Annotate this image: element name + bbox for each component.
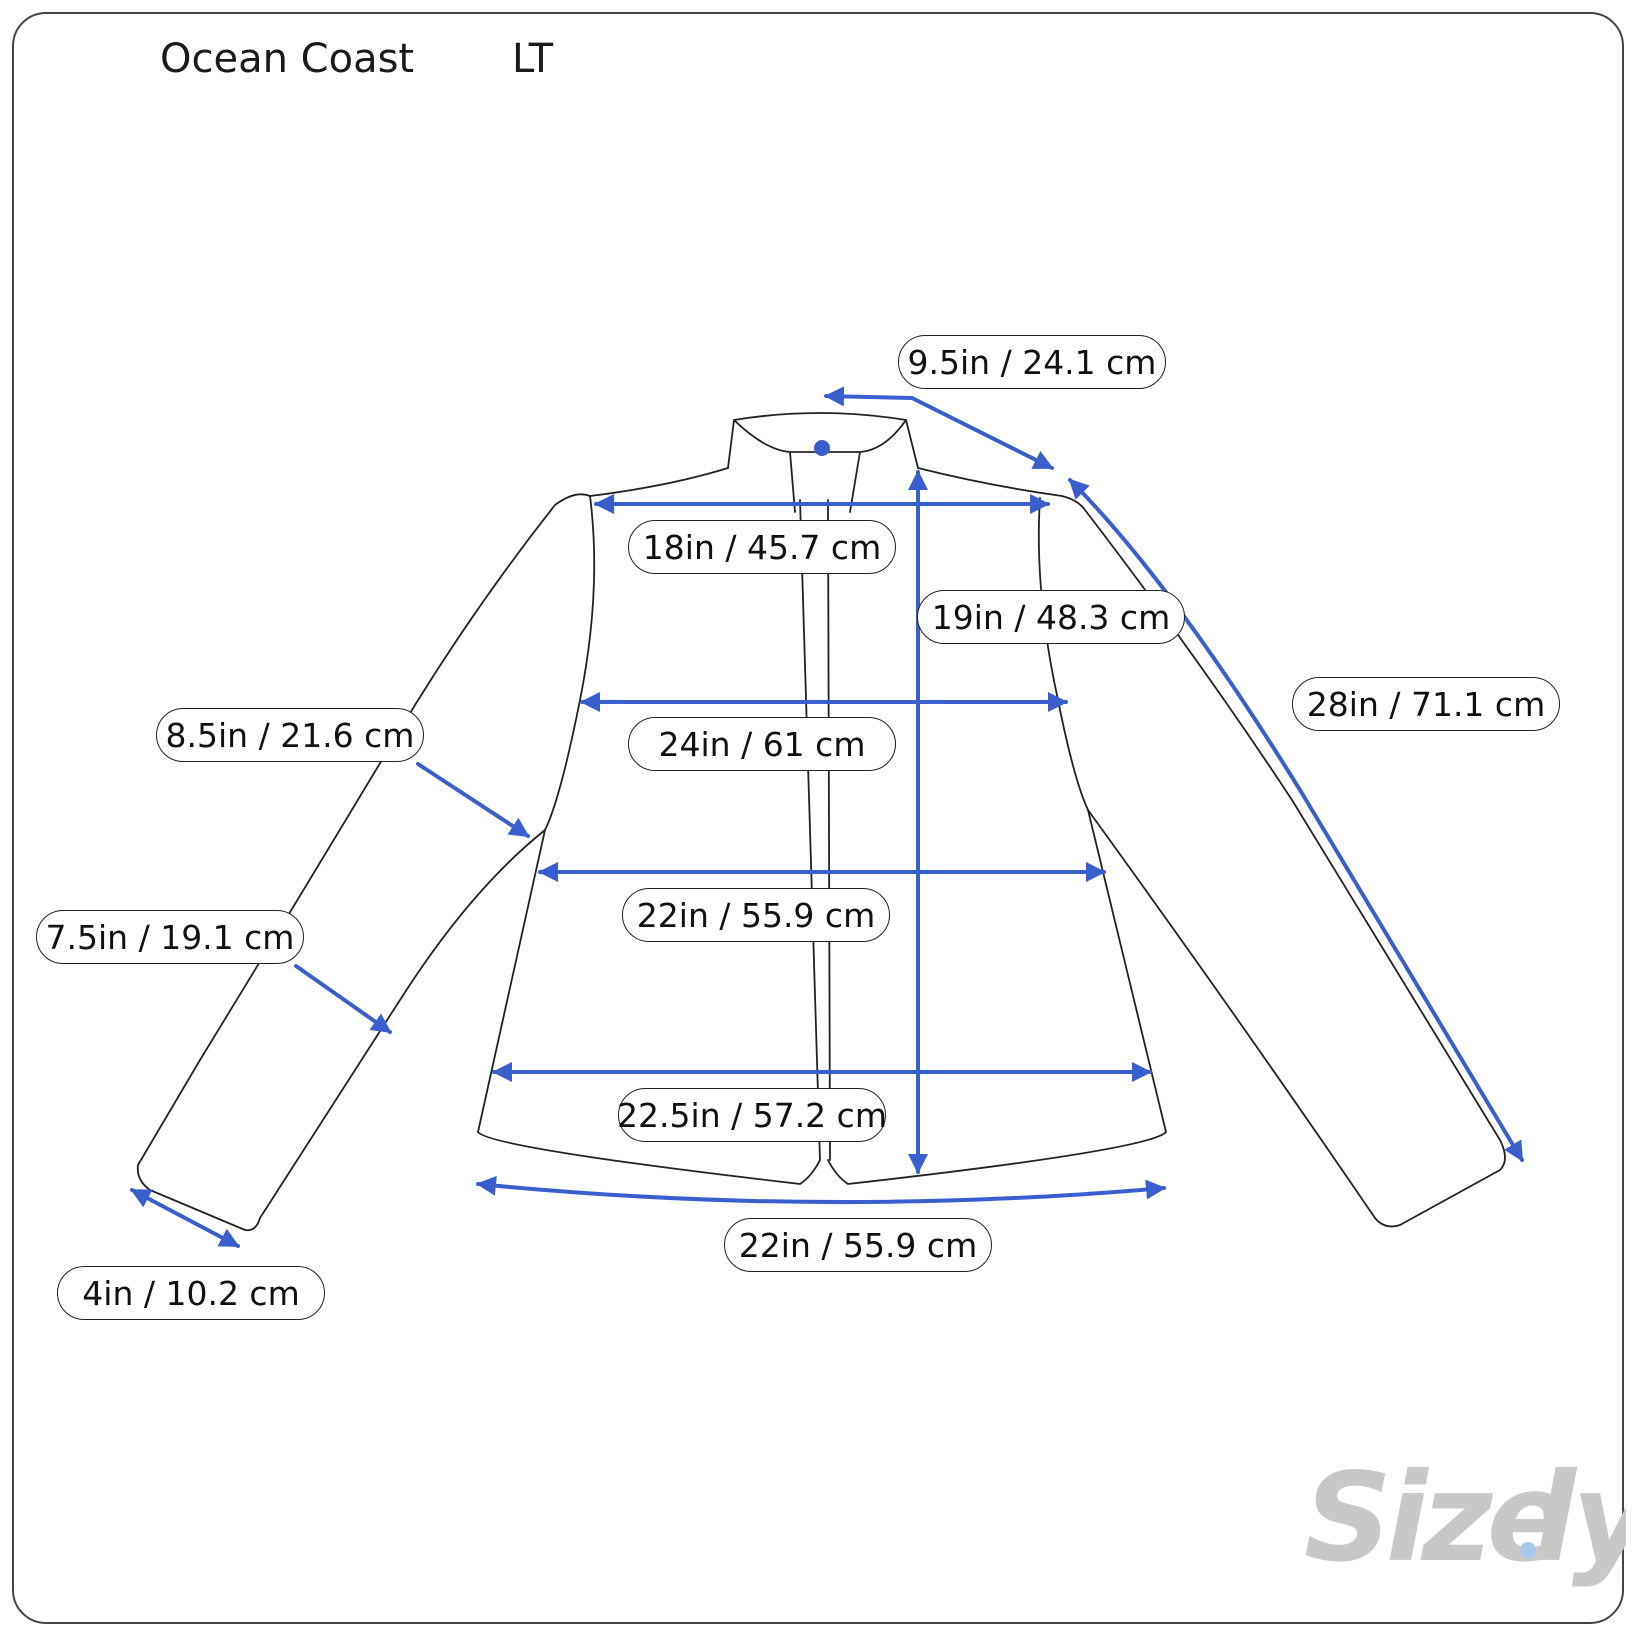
- chest-label: 24in / 61 cm: [628, 717, 896, 771]
- sleeve-length-arrow: [1068, 478, 1524, 1162]
- svg-text:ly: ly: [1534, 1447, 1626, 1589]
- brand-name: Ocean Coast: [160, 36, 415, 82]
- shoulder-slope-arrow: [824, 386, 1054, 470]
- right-shoulder: [917, 467, 1063, 497]
- svg-text:Size: Size: [1304, 1447, 1566, 1589]
- sizely-logo: Size ly: [1304, 1447, 1626, 1589]
- shoulder-width-label: 18in / 45.7 cm: [628, 520, 896, 574]
- waist-label: 22in / 55.9 cm: [622, 888, 890, 942]
- forearm-arrow: [294, 964, 392, 1034]
- hem-arrow: [476, 1175, 1166, 1205]
- hem-label: 22in / 55.9 cm: [724, 1218, 992, 1272]
- shoulder-slope-label: 9.5in / 24.1 cm: [898, 335, 1166, 389]
- hip-label: 22.5in / 57.2 cm: [617, 1088, 887, 1142]
- left-shoulder: [589, 467, 729, 497]
- upper-arm-arrow: [416, 762, 530, 838]
- cuff-arrow: [130, 1188, 240, 1248]
- upper-arm-label: 8.5in / 21.6 cm: [156, 708, 424, 762]
- forearm-label: 7.5in / 19.1 cm: [36, 910, 304, 964]
- left-sleeve: [136, 493, 591, 1232]
- placket: [799, 499, 831, 1161]
- sleeve-length-label: 28in / 71.1 cm: [1292, 677, 1560, 731]
- collar-button: [814, 440, 830, 456]
- collar: [727, 412, 919, 513]
- cuff-label: 4in / 10.2 cm: [57, 1266, 325, 1320]
- back-length-label: 19in / 48.3 cm: [917, 590, 1185, 644]
- size-label: LT: [512, 36, 554, 82]
